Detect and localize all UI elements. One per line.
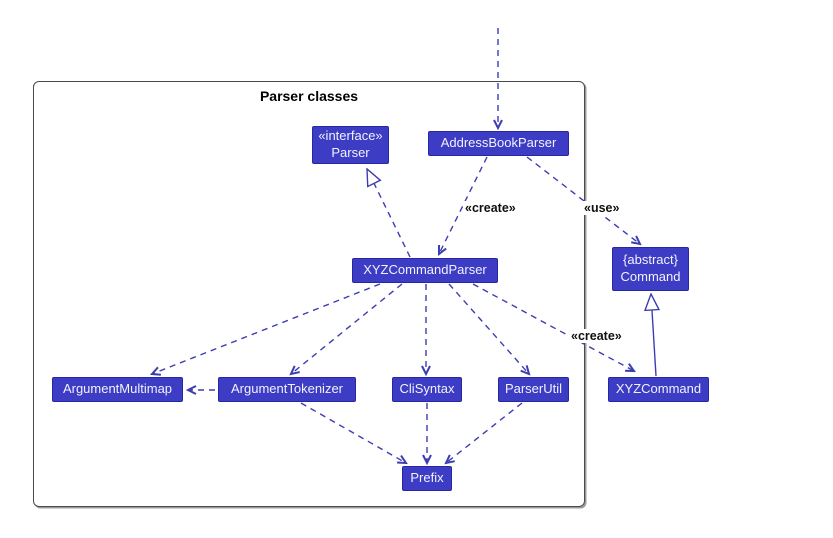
node-command-name: Command [620, 269, 681, 284]
node-addressbookparser-name: AddressBookParser [440, 135, 557, 151]
node-argumentmultimap: ArgumentMultimap [52, 377, 183, 402]
edge-label-use: «use» [582, 201, 622, 215]
node-xyzcommand-name: XYZCommand [615, 381, 702, 397]
node-addressbookparser: AddressBookParser [428, 131, 569, 156]
node-parserutil-name: ParserUtil [504, 381, 563, 397]
node-parser-name: Parser [331, 145, 370, 160]
node-argumenttokenizer-name: ArgumentTokenizer [231, 381, 343, 397]
node-prefix: Prefix [402, 466, 452, 491]
node-command-stereotype: {abstract} [623, 252, 678, 268]
node-xyzcommand: XYZCommand [608, 377, 709, 402]
node-command-abstract: {abstract} Command [612, 247, 689, 291]
node-xyzcommandparser: XYZCommandParser [352, 258, 498, 283]
node-xyzcommandparser-name: XYZCommandParser [363, 262, 487, 278]
edge-label-create-top: «create» [463, 201, 518, 215]
node-prefix-name: Prefix [410, 470, 444, 486]
edge-xyzcommand-to-command-inheritance [651, 294, 656, 377]
edge-label-create-bottom: «create» [569, 329, 624, 343]
frame-title: Parser classes [259, 88, 359, 104]
node-parser-stereotype: «interface» [318, 128, 383, 144]
node-clisyntax-name: CliSyntax [399, 381, 455, 397]
node-parserutil: ParserUtil [498, 377, 569, 402]
node-argumenttokenizer: ArgumentTokenizer [218, 377, 356, 402]
node-parser-interface: «interface» Parser [312, 126, 389, 164]
node-clisyntax: CliSyntax [392, 377, 462, 402]
node-argumentmultimap-name: ArgumentMultimap [62, 381, 173, 397]
